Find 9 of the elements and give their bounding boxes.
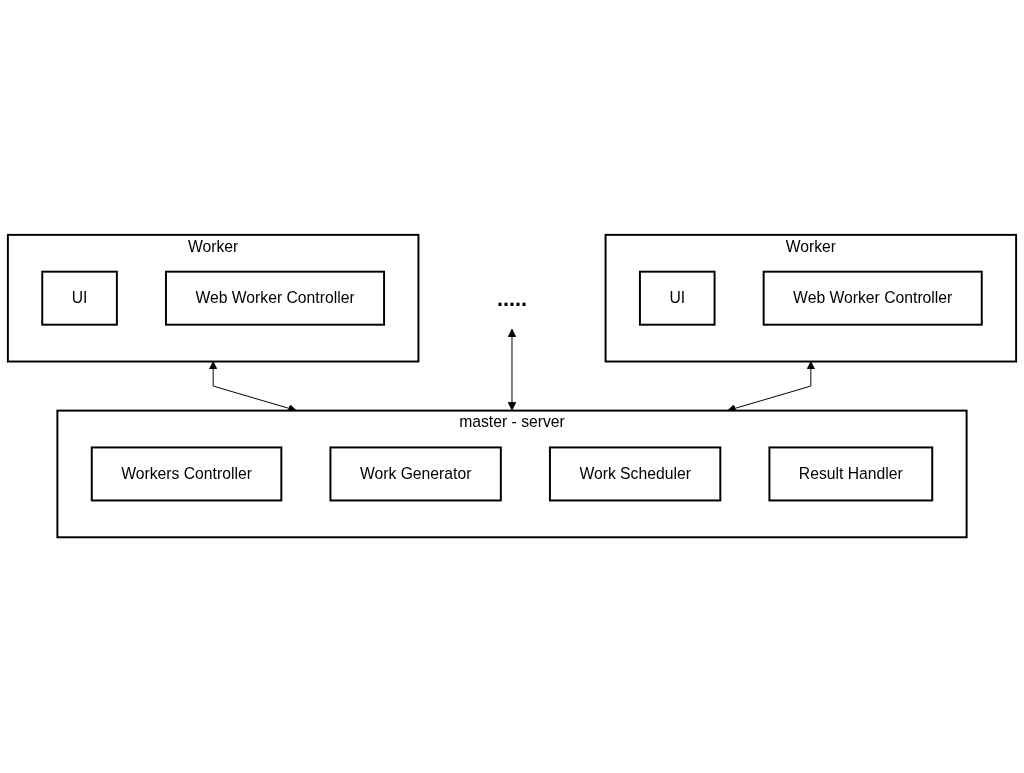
node-box: UI [638,271,716,327]
node-box: Workers Controller [90,446,283,502]
node-text: ..... [497,286,527,311]
node-box: Work Generator [329,446,502,502]
node-box: Work Scheduler [548,446,722,502]
node-box: Web Worker Controller [762,271,983,327]
node-box: Web Worker Controller [165,271,386,327]
node-box: UI [41,271,118,327]
node-box: Result Handler [768,446,934,502]
